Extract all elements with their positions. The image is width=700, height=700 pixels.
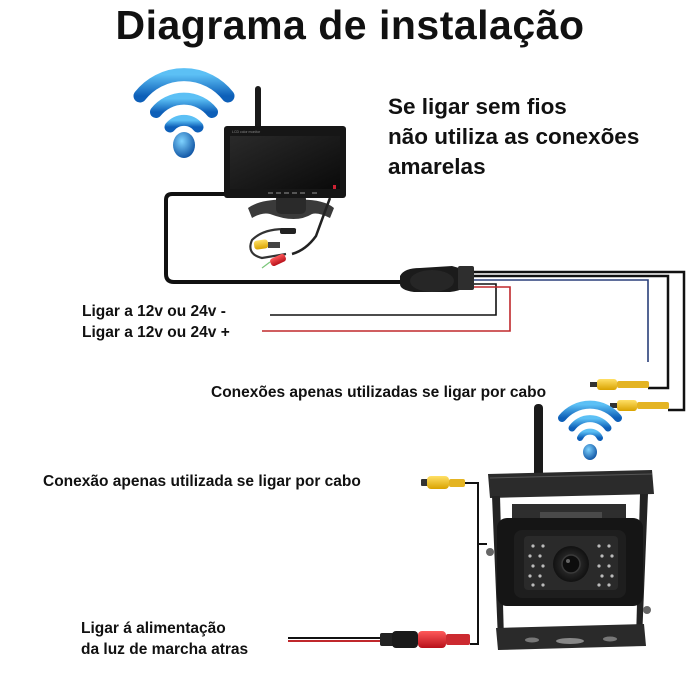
reverse-light-label-line-1: Ligar á alimentação [81,620,226,637]
camera-power-wire [470,544,479,645]
rca-yellow-plug-1 [590,379,649,390]
camera-video-wire [465,482,487,545]
rca-yellow-plug-2 [610,400,669,411]
power-positive-label: Ligar a 12v ou 24v + [82,324,230,341]
reverse-light-label: Ligar á alimentação da luz de marcha atr… [81,618,248,660]
wireless-note-line-2: não utiliza as conexões [388,124,640,149]
monitor: LCD color monitor [224,86,346,269]
wireless-note-line-3: amarelas [388,154,486,179]
video-wire-1 [474,270,686,412]
wifi-icon-camera [558,400,622,460]
power-negative-label: Ligar a 12v ou 24v - [82,303,226,320]
monitor-cable-loop [164,192,400,284]
reverse-light-label-line-2: da luz de marcha atras [81,641,249,658]
video-wire-2 [474,274,670,390]
negative-wire [270,283,497,316]
reverse-light-plug [288,631,470,648]
camera-cable-connection-label: Conexão apenas utilizada se ligar por ca… [43,473,361,490]
svg-text:LCD color monitor: LCD color monitor [232,130,261,134]
page-title: Diagrama de instalação [115,2,585,48]
rca-yellow-plug-camera [421,476,465,489]
wireless-note: Se ligar sem fios não utiliza as conexõe… [388,92,639,182]
backup-camera [486,404,654,650]
blue-wire [474,279,649,362]
wifi-icon-monitor [133,68,235,158]
wireless-note-line-1: Se ligar sem fios [388,94,567,119]
power-hub [400,266,474,292]
positive-wire [262,286,511,332]
monitor-cable-connections-label: Conexões apenas utilizadas se ligar por … [211,384,547,401]
